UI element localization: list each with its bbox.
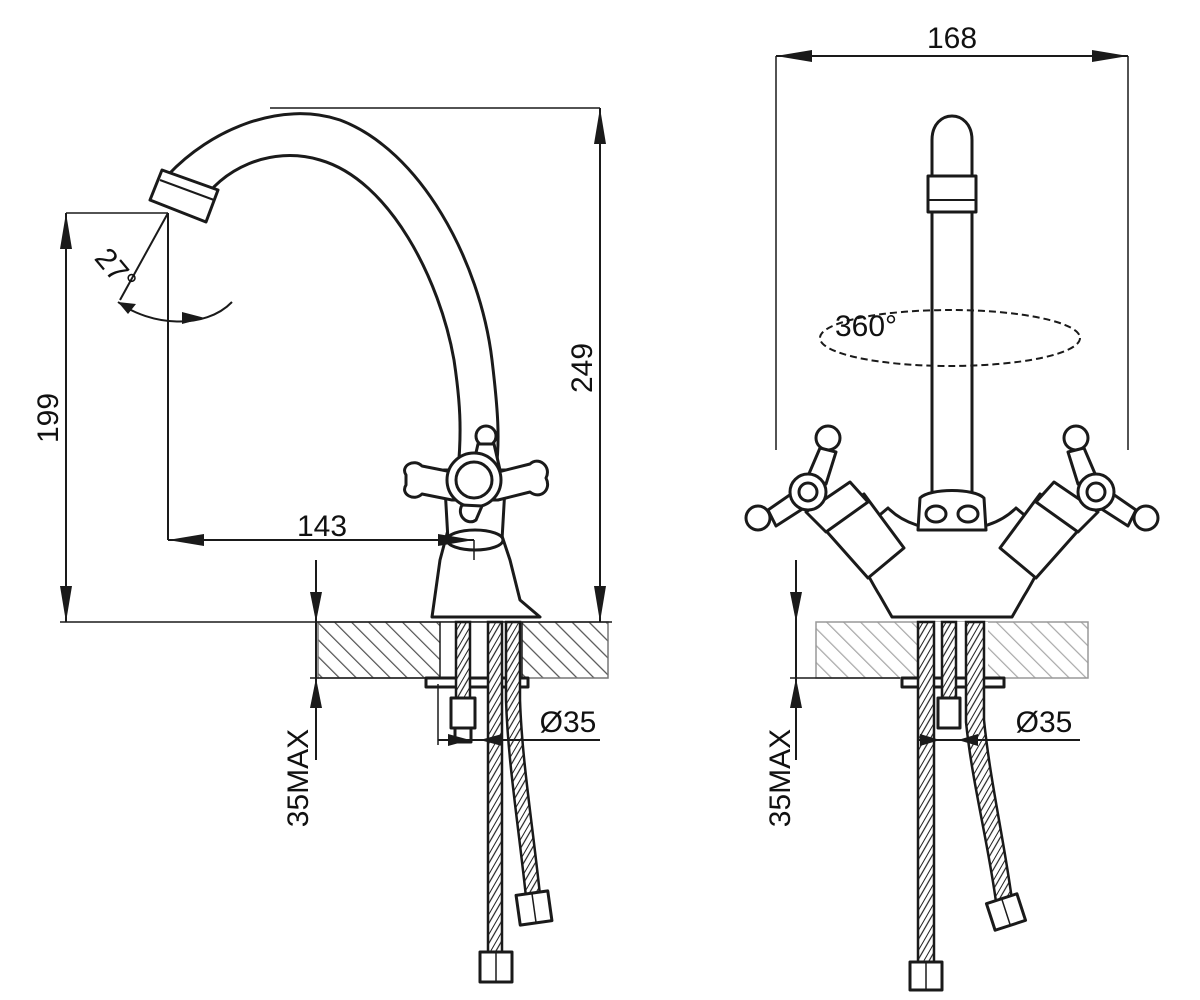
fixing-nut bbox=[449, 696, 477, 730]
spout-column bbox=[930, 210, 974, 496]
dim-hole-diameter-front-label: Ø35 bbox=[1016, 706, 1073, 739]
dim-hole-diameter-label: Ø35 bbox=[540, 706, 597, 739]
supply-hose-left bbox=[486, 620, 504, 957]
spout bbox=[166, 112, 500, 472]
dim-total-height-label: 249 bbox=[566, 343, 599, 393]
threaded-stud bbox=[454, 620, 472, 704]
mounting-washer bbox=[424, 676, 530, 689]
supply-hose-front-left bbox=[916, 620, 936, 967]
front-view: 360° 168 35MAX Ø35 bbox=[744, 22, 1160, 992]
dim-swivel-angle-label: 27° bbox=[88, 242, 142, 298]
side-view: 143 199 249 27° 35MAX Ø35 bbox=[32, 107, 612, 984]
spout-top bbox=[930, 114, 974, 178]
dim-reach-label: 143 bbox=[297, 510, 347, 543]
dim-counter-thickness-front-label: 35MAX bbox=[764, 729, 797, 827]
aerator-front bbox=[926, 174, 978, 214]
rotation-ellipse bbox=[819, 309, 1081, 367]
faucet-base bbox=[430, 528, 542, 619]
right-cross-handle bbox=[1062, 424, 1160, 532]
dim-spout-height-label: 199 bbox=[32, 393, 65, 443]
left-cross-handle bbox=[744, 424, 842, 532]
dim-rotation-label: 360° bbox=[835, 310, 897, 343]
dim-width-label: 168 bbox=[927, 22, 977, 55]
threaded-stud-front bbox=[940, 620, 958, 702]
cross-handle bbox=[403, 424, 549, 524]
fixing-nut-front bbox=[936, 696, 962, 730]
dim-counter-thickness-label: 35MAX bbox=[282, 729, 315, 827]
